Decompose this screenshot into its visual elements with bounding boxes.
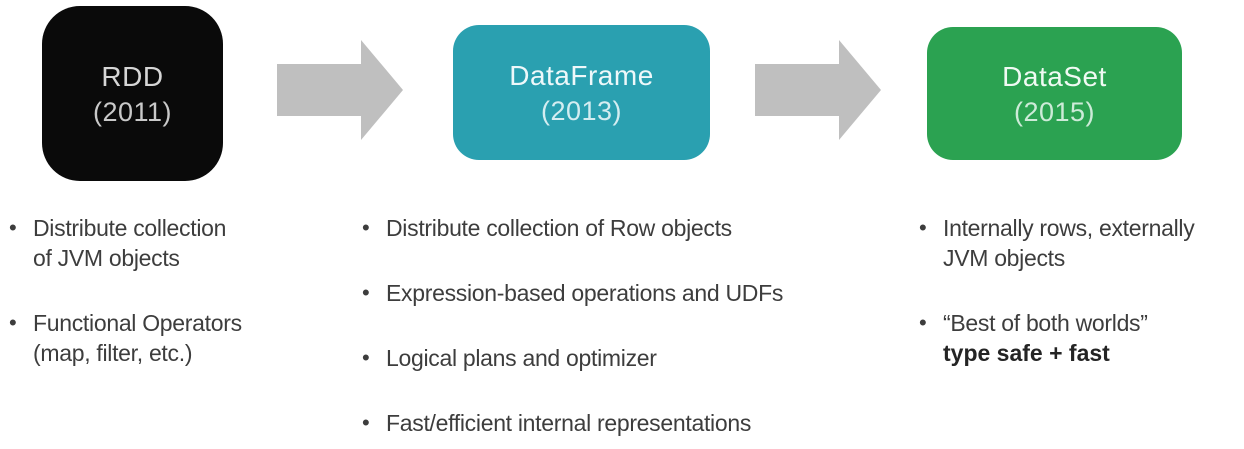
bullet-line: JVM objects [943, 245, 1065, 271]
bullets-dataframe: Distribute collection of Row objects Exp… [360, 213, 880, 438]
stage-year-rdd: (2011) [92, 96, 173, 127]
bullet-item: Logical plans and optimizer [360, 343, 880, 373]
right-arrow-shape [755, 40, 881, 140]
stage-title-dataframe: DataFrame [509, 59, 654, 91]
bullet-line: Fast/efficient internal representations [386, 410, 752, 436]
bullet-line: Expression-based operations and UDFs [386, 280, 784, 306]
bullets-dataset: Internally rows, externally JVM objects … [917, 213, 1244, 368]
right-arrow-shape [277, 40, 403, 140]
bullet-list-rdd: Distribute collection of JVM objects Fun… [7, 213, 327, 368]
bullet-line: “Best of both worlds” [943, 310, 1148, 336]
bullet-item: Fast/efficient internal representations [360, 408, 880, 438]
stage-year-dataset: (2015) [1013, 96, 1096, 127]
bullet-list-dataset: Internally rows, externally JVM objects … [917, 213, 1244, 368]
bullet-item: Functional Operators (map, filter, etc.) [7, 308, 327, 368]
bullet-line: Distribute collection [33, 215, 227, 241]
stage-title-rdd: RDD [101, 60, 164, 92]
right-arrow-icon [755, 40, 881, 140]
stage-box-rdd: RDD (2011) [42, 6, 223, 181]
bullet-item: “Best of both worlds” type safe + fast [917, 308, 1244, 368]
bullet-item: Distribute collection of JVM objects [7, 213, 327, 273]
bullet-line-bold: type safe + fast [943, 340, 1110, 366]
bullet-line: Logical plans and optimizer [386, 345, 657, 371]
bullet-line: Distribute collection of Row objects [386, 215, 732, 241]
bullet-line: Functional Operators [33, 310, 242, 336]
stage-title-dataset: DataSet [1002, 60, 1107, 92]
bullet-item: Distribute collection of Row objects [360, 213, 880, 243]
stage-box-dataframe: DataFrame (2013) [453, 25, 710, 160]
stage-year-dataframe: (2013) [540, 95, 623, 126]
bullet-item: Internally rows, externally JVM objects [917, 213, 1244, 273]
bullet-list-dataframe: Distribute collection of Row objects Exp… [360, 213, 880, 438]
bullet-line: (map, filter, etc.) [33, 340, 193, 366]
stage-box-dataset: DataSet (2015) [927, 27, 1182, 160]
bullets-rdd: Distribute collection of JVM objects Fun… [7, 213, 327, 368]
right-arrow-icon [277, 40, 403, 140]
bullet-line: of JVM objects [33, 245, 180, 271]
bullet-line: Internally rows, externally [943, 215, 1195, 241]
bullet-item: Expression-based operations and UDFs [360, 278, 880, 308]
